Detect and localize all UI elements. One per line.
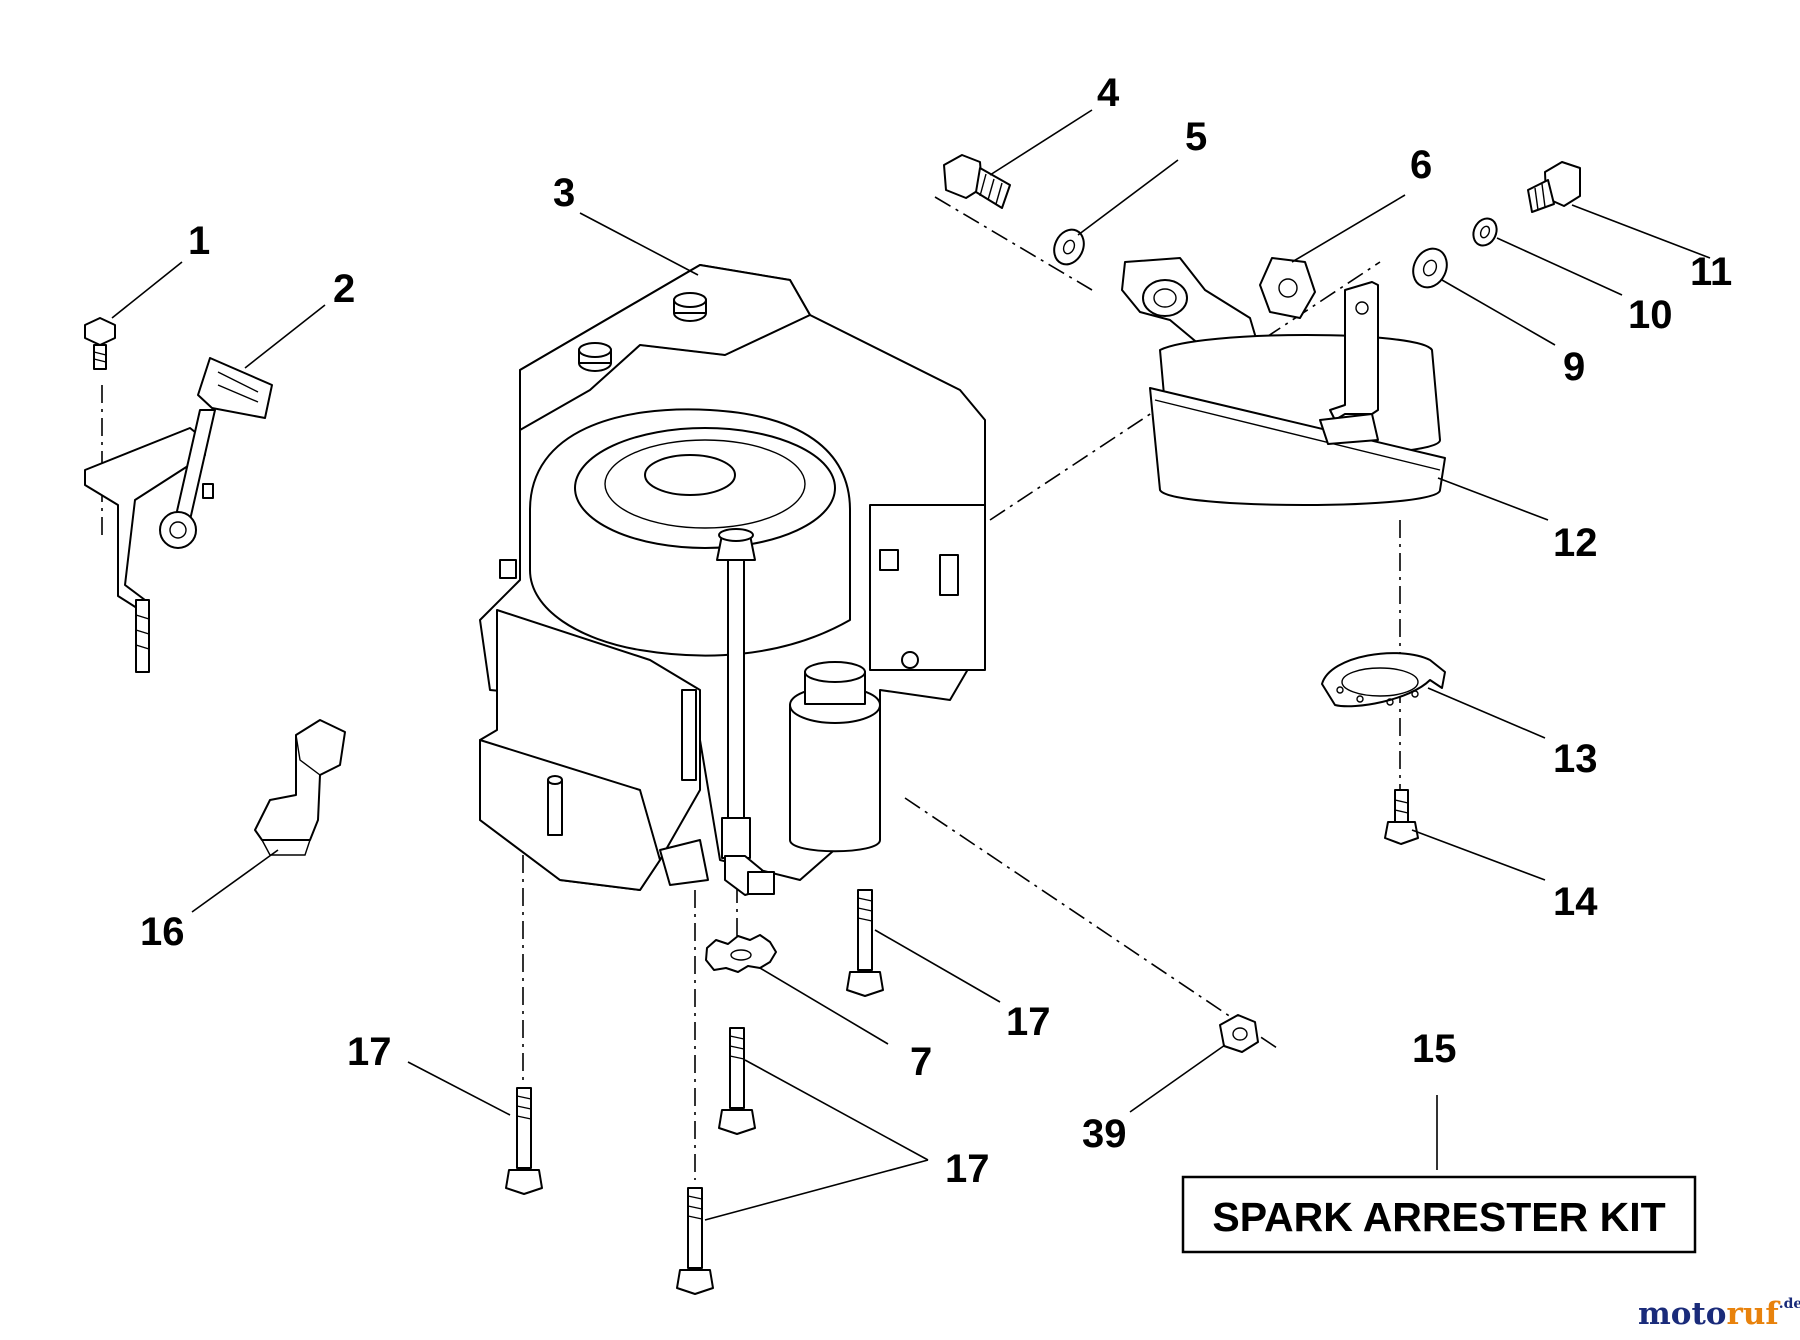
bolt-part-17-c: [505, 1087, 543, 1195]
bolt-part-17-a: [846, 889, 884, 997]
pedal-bracket-part-2: [84, 357, 273, 673]
callout-17-c: 17: [945, 1147, 990, 1191]
callout-17-b: 17: [347, 1030, 392, 1074]
callout-39: 39: [1082, 1112, 1127, 1156]
lock-washer-part-10: [1472, 217, 1498, 247]
gasket-part-6: [1259, 257, 1316, 319]
callout-14: 14: [1553, 880, 1598, 924]
watermark-part1: moto: [1638, 1296, 1727, 1332]
callout-10: 10: [1628, 293, 1673, 337]
spark-arrester-kit-box: SPARK ARRESTER KIT: [1181, 1175, 1697, 1254]
callout-3: 3: [553, 171, 575, 215]
washer-part-5: [1053, 228, 1085, 266]
callout-6: 6: [1410, 143, 1432, 187]
motoruf-watermark-logo: motoruf.de: [1638, 1296, 1800, 1332]
callout-7: 7: [910, 1040, 932, 1084]
clip-part-16: [254, 719, 346, 856]
callout-11: 11: [1690, 250, 1732, 294]
engine-part-3: [479, 264, 986, 896]
callout-1: 1: [188, 219, 210, 263]
callout-15: 15: [1412, 1027, 1457, 1071]
callout-9: 9: [1563, 345, 1585, 389]
muffler-part-12: [1149, 281, 1446, 506]
bolt-part-1: [84, 317, 116, 370]
nut-part-39: [1219, 1014, 1259, 1053]
star-washer-part-7: [705, 934, 777, 973]
callout-13: 13: [1553, 737, 1598, 781]
watermark-part3: .de: [1778, 1296, 1800, 1312]
leader-lines: [111, 109, 1711, 1221]
callout-2: 2: [333, 267, 355, 311]
callout-12: 12: [1553, 521, 1598, 565]
callout-5: 5: [1185, 115, 1207, 159]
washer-part-9: [1412, 247, 1448, 289]
callout-16: 16: [140, 910, 185, 954]
bolt-part-11: [1527, 161, 1581, 213]
spark-arrester-part-13: [1321, 652, 1446, 708]
watermark-part2: ruf: [1726, 1296, 1779, 1332]
callout-4: 4: [1097, 71, 1120, 115]
bolt-part-4: [943, 154, 1011, 209]
screw-part-14: [1384, 789, 1419, 845]
callout-numbers: 1 2 3 4 5 6 11 10 9 12 13 14 16 7 17 17 …: [140, 71, 1732, 1191]
callout-17-a: 17: [1006, 1000, 1051, 1044]
spark-arrester-kit-label: SPARK ARRESTER KIT: [1212, 1194, 1665, 1240]
bolt-part-17-d: [676, 1187, 714, 1295]
bolt-part-17-b: [718, 1027, 756, 1135]
assembly-lines: [101, 196, 1401, 1180]
